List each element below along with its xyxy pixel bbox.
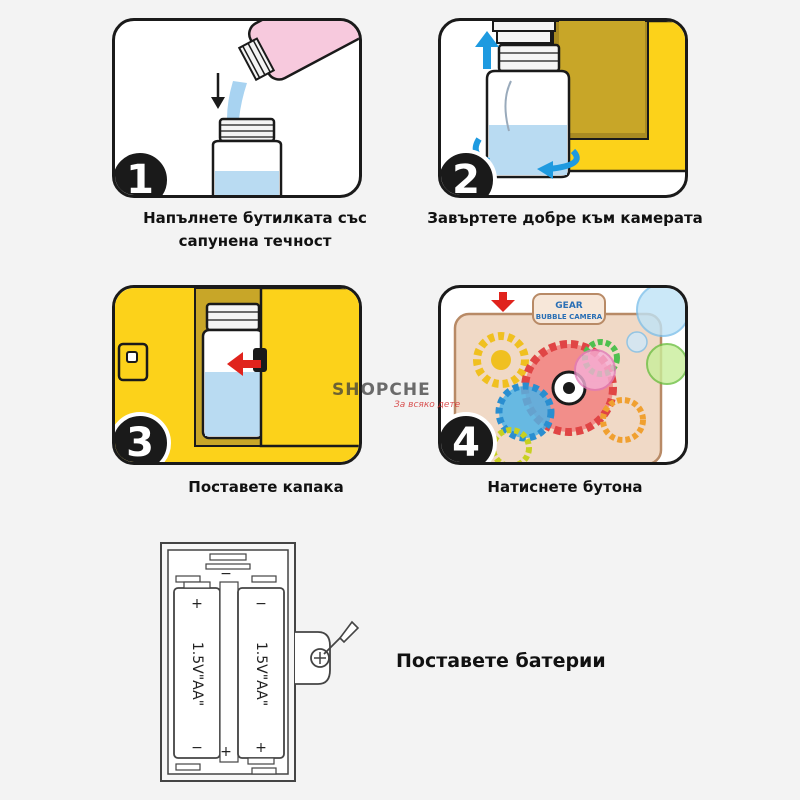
watermark-tagline: За всяко дете bbox=[394, 400, 461, 410]
battery-compartment: − + − 1.5V"AA" − + 1.5V"AA" + bbox=[160, 542, 360, 791]
cell-2-top-sign: − bbox=[255, 596, 267, 612]
cell-1-label: 1.5V"AA" bbox=[189, 642, 205, 706]
screwdriver-icon bbox=[323, 620, 360, 655]
cell-1-bottom-sign: − bbox=[191, 740, 203, 756]
step-1-panel: 1 bbox=[112, 18, 362, 198]
step-number-badge: 3 bbox=[115, 412, 171, 462]
caption-line: сапунена течност bbox=[178, 232, 332, 250]
cover-plus-sign: + bbox=[220, 744, 232, 760]
watermark-logo: SHOPCHE За всяко дете bbox=[332, 380, 460, 410]
step-1-caption: Напълнете бутилката със сапунена течност bbox=[120, 207, 390, 253]
camera-label-line1: GEAR bbox=[555, 301, 583, 311]
cell-1-top-sign: + bbox=[191, 596, 203, 612]
step-3-panel: 3 bbox=[112, 285, 362, 465]
camera-label-line2: BUBBLE CAMERA bbox=[536, 313, 603, 321]
pour-liquid-illustration bbox=[211, 21, 359, 195]
step-number-badge: 1 bbox=[115, 149, 171, 195]
watermark-brand: SHOPCHE bbox=[332, 380, 431, 400]
cell-2-bottom-sign: + bbox=[255, 740, 267, 756]
step-number-badge: 4 bbox=[441, 412, 497, 462]
step-2-caption: Завъртете добре към камерата bbox=[420, 207, 710, 230]
caption-line: Завъртете добре към камерата bbox=[427, 209, 703, 227]
step-number-badge: 2 bbox=[441, 149, 497, 195]
attach-bottle-illustration bbox=[472, 21, 685, 179]
cell-2-label: 1.5V"AA" bbox=[253, 642, 269, 706]
caption-line: Поставете капака bbox=[188, 478, 344, 496]
battery-diagram: − + − 1.5V"AA" − + 1.5V"AA" + bbox=[160, 542, 360, 782]
caption-line: Натиснете бутона bbox=[487, 478, 643, 496]
step-3-caption: Поставете капака bbox=[136, 476, 396, 499]
caption-line: Напълнете бутилката със bbox=[143, 209, 367, 227]
step-4-panel: GEAR BUBBLE CAMERA 4 bbox=[438, 285, 688, 465]
cover-minus-sign: − bbox=[220, 566, 232, 582]
step-4-caption: Натиснете бутона bbox=[440, 476, 690, 499]
battery-caption: Поставете батерии bbox=[396, 650, 606, 672]
press-button-illustration: GEAR BUBBLE CAMERA bbox=[453, 288, 685, 462]
step-2-panel: 2 bbox=[438, 18, 688, 198]
